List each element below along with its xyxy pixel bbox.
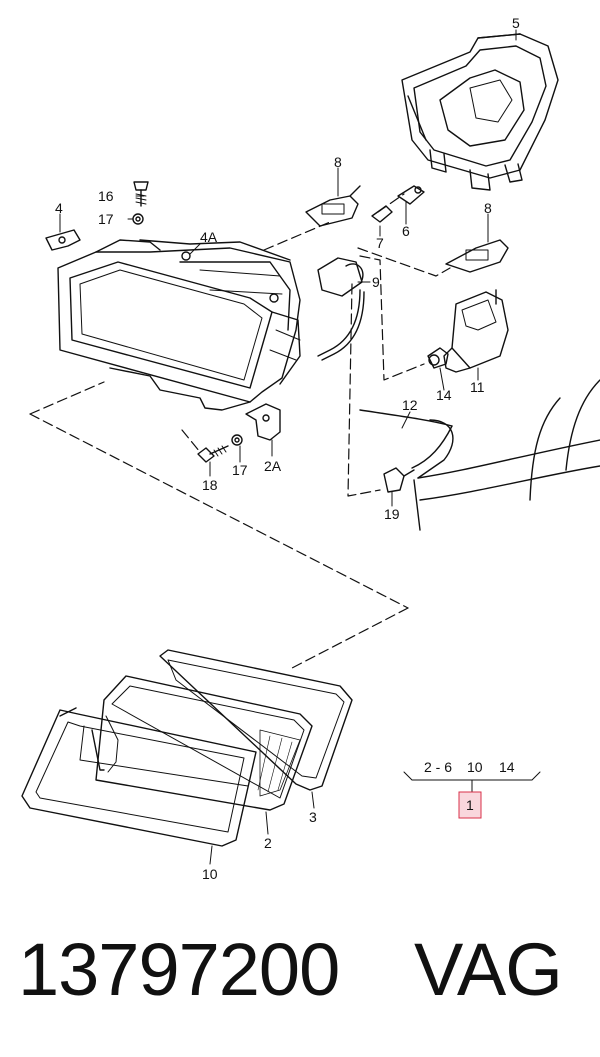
screw-part-18 <box>197 445 229 463</box>
callout-6: 6 <box>402 223 410 239</box>
callout-12: 12 <box>402 397 418 413</box>
wiring-harness-part-9 <box>317 257 365 361</box>
callout-9: 9 <box>372 274 380 290</box>
leader-lines <box>29 193 451 669</box>
callout-3: 3 <box>309 809 317 825</box>
connector-part-19 <box>383 467 415 493</box>
legend-part-1-box <box>458 791 482 819</box>
bulb-part-8-upper <box>305 185 361 227</box>
callout-17-lower: 17 <box>232 462 248 478</box>
callout-18: 18 <box>202 477 218 493</box>
legend-item-10: 10 <box>467 759 483 775</box>
legend-item-14: 14 <box>499 759 515 775</box>
callout-8-right: 8 <box>484 200 492 216</box>
actuator-part-11 <box>443 289 509 373</box>
brand-name: VAG <box>414 928 563 1011</box>
legend-bracket <box>403 771 541 793</box>
bracket-part-2A <box>245 403 281 441</box>
callout-16: 16 <box>98 188 114 204</box>
washer-hole-top <box>135 216 141 222</box>
bulb-part-7 <box>371 205 393 223</box>
callout-17-upper: 17 <box>98 211 114 227</box>
bracket-part-4 <box>45 229 81 251</box>
callout-2A: 2A <box>264 458 282 474</box>
callout-4: 4 <box>55 200 63 216</box>
washer-part-17-top <box>132 213 144 225</box>
callout-8-upper: 8 <box>334 154 342 170</box>
bottom-callout-leaders <box>209 791 315 865</box>
callout-19: 19 <box>384 506 400 522</box>
bulb-part-8-right <box>445 239 509 273</box>
callout-2: 2 <box>264 835 272 851</box>
bulb-part-14 <box>427 347 449 369</box>
screw-part-16 <box>133 181 149 207</box>
car-body-outline <box>359 379 600 531</box>
lens-frame-seal-part-10 <box>21 707 257 847</box>
legend-item-range: 2 - 6 <box>424 759 452 775</box>
callout-5: 5 <box>512 15 520 31</box>
washer-part-17-lower <box>231 434 243 446</box>
callout-11: 11 <box>470 379 485 395</box>
socket-part-6 <box>397 185 425 205</box>
callout-14: 14 <box>436 387 452 403</box>
headlight-lens-part-2 <box>91 675 313 811</box>
callout-4A: 4A <box>200 229 218 245</box>
legend-part-1-label: 1 <box>466 797 474 813</box>
rear-housing-part <box>401 33 559 191</box>
headlight-assembly <box>57 239 301 411</box>
washer-hole-lower <box>234 437 240 443</box>
lens-seal-part-3 <box>159 649 353 791</box>
callout-7: 7 <box>376 235 384 251</box>
callout-leaders <box>59 29 517 507</box>
footer: 13797200 VAG <box>0 915 600 1025</box>
part-number: 13797200 <box>18 928 340 1011</box>
callout-10: 10 <box>202 866 218 882</box>
